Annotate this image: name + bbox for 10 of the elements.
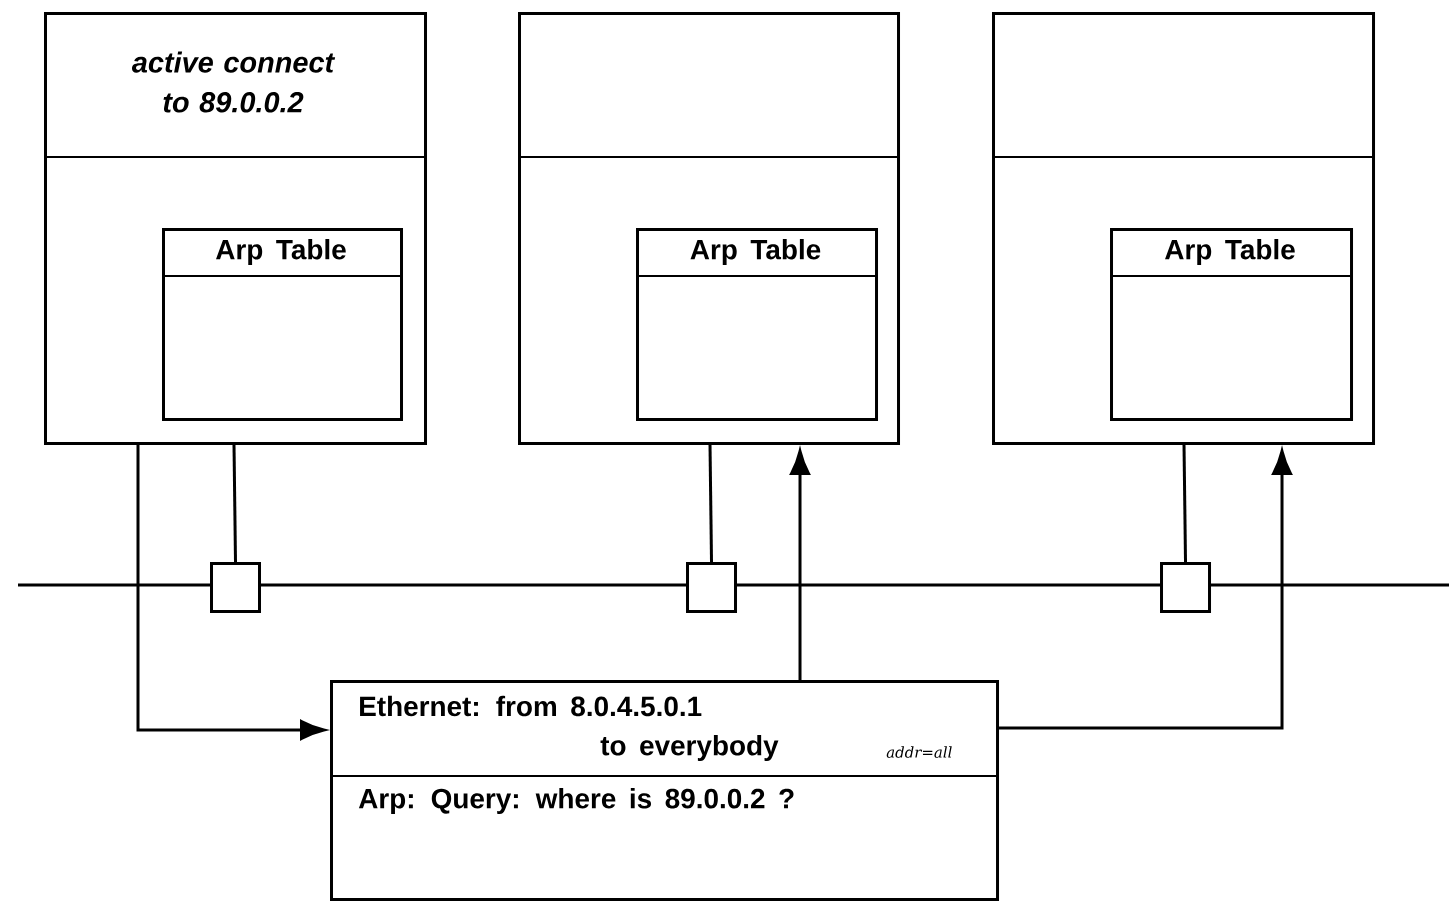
transceiver-box [686, 562, 737, 613]
arp-table-box: Arp Table [635, 228, 878, 421]
connector-line [708, 445, 713, 563]
packet-box: Ethernet: from 8.0.4.5.0.1 to everybody addr=all Arp: Query: where is 89.0.0.2 ? [329, 680, 999, 901]
transceiver-box [1160, 562, 1211, 613]
connector-line [1182, 445, 1187, 563]
transceiver-box [210, 562, 261, 613]
connector-line [232, 445, 237, 563]
arp-table-box: Arp Table [1109, 228, 1353, 421]
arp-table-box: Arp Table [161, 228, 403, 421]
